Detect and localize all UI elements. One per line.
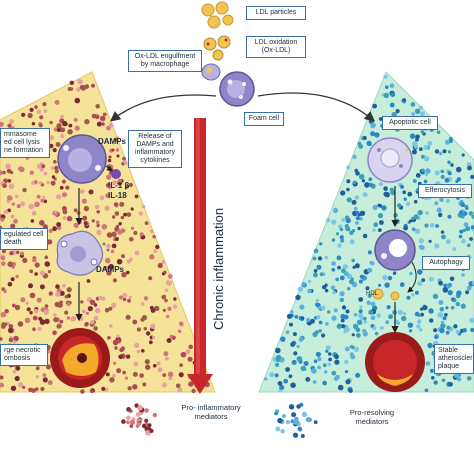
hdl-particle-icon — [372, 288, 400, 301]
ldl-oxidation-label: LDL oxidation (Ox-LDL) — [246, 36, 306, 58]
regulated-death-cell-icon — [56, 230, 110, 276]
autophagy-label: Autophagy — [422, 256, 470, 270]
release-label: Release of DAMPs and inflammatory cytoki… — [128, 130, 182, 168]
macrophage-engulfing-icon — [201, 63, 221, 81]
necrotic-label: rge necrotic ombosis — [0, 344, 48, 366]
left-mediator-dots — [0, 79, 210, 394]
apoptotic-cell-icon — [367, 137, 413, 183]
right-triangle — [258, 71, 474, 393]
engulfment-label: Ox-LDL engulfment by macrophage — [128, 50, 202, 72]
apoptotic-cell-label: Apoptotic cell — [382, 116, 438, 130]
arrow-cytokines — [105, 165, 113, 172]
left-triangle — [0, 71, 216, 393]
stable-plaque-vessel-icon — [365, 332, 425, 392]
necrotic-plaque-vessel-icon — [50, 328, 110, 388]
chronic-inflammation-arrow — [187, 118, 213, 394]
il18-label: IL-18 — [108, 191, 127, 200]
damps-mid-label: DAMPs — [96, 265, 125, 274]
inflammasome-label: mmasome ed cell lysis ne formation — [0, 128, 50, 158]
regulated-death-label: egulated cell death — [0, 228, 48, 250]
foam-cell-icon — [219, 71, 255, 107]
arrow-to-inflammation — [109, 94, 217, 122]
chronic-inflammation-label: Chronic inflammation — [211, 207, 226, 330]
cytokine-icon — [108, 148, 121, 179]
autophagy-cell-icon — [374, 229, 416, 271]
oxidized-ldl-icon — [203, 35, 231, 61]
legend-pro-resolving-label: Pro-resolving mediators — [349, 408, 395, 426]
legend-pro-resolving-dots — [274, 402, 318, 438]
il1b-label: IL-1 β — [108, 181, 130, 190]
foam-cell-label: Foam cell — [244, 112, 284, 126]
ldl-particles-label: LDL particles — [246, 6, 306, 20]
inflammasome-macrophage-icon — [57, 134, 107, 184]
hdl-label: HDL — [366, 291, 379, 297]
stable-plaque-label: Stable atheroscler plaque — [434, 344, 474, 374]
ldl-particles-icon — [201, 1, 234, 29]
damps-top-label: DAMPs — [98, 137, 127, 146]
legend-pro-inflammatory-dots — [121, 403, 157, 436]
arrow-hdl-efflux — [407, 261, 417, 293]
arrow-to-resolution — [257, 92, 375, 122]
efferocytosis-label: Efferocytosis — [418, 184, 472, 198]
legend-pro-inflammatory-label: Pro- inflammatory mediators — [181, 403, 241, 421]
